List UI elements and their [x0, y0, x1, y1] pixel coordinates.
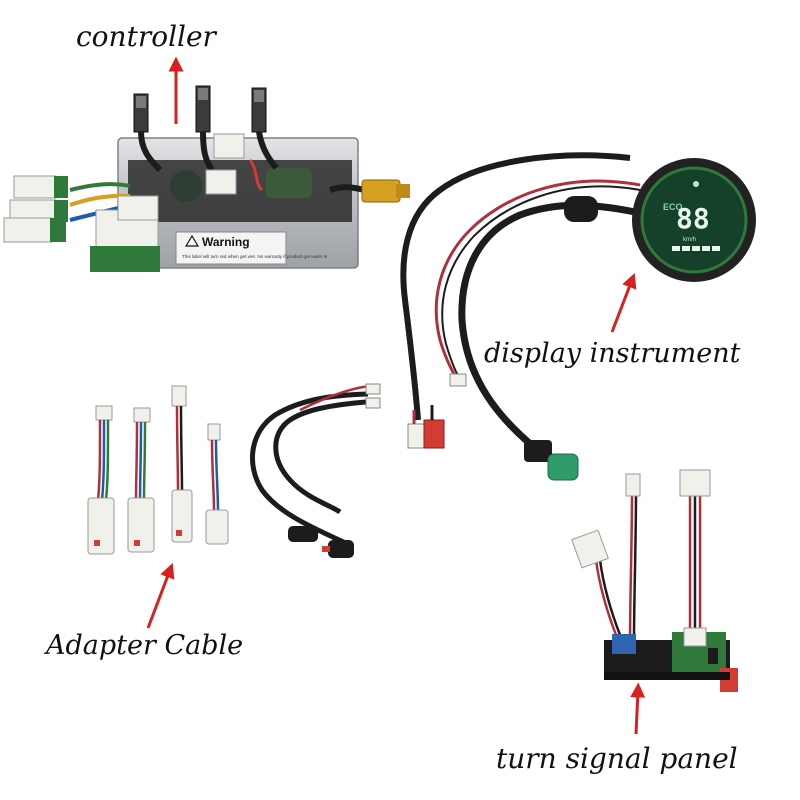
warning-sticker-heading: Warning	[202, 235, 250, 249]
warning-sticker	[175, 231, 287, 265]
adapter-cables	[87, 383, 381, 558]
ferrite-bead	[564, 196, 598, 222]
display-battery-bars	[672, 246, 720, 251]
xt60-connector	[361, 179, 401, 203]
turn-signal-panel	[571, 469, 738, 692]
arrow-display	[610, 272, 637, 333]
controller-front-connectors	[90, 195, 160, 272]
controller-board	[128, 160, 352, 222]
controller: Warning This label will turn red when ge…	[3, 85, 410, 272]
turn-signal-panel-label: turn signal panel	[496, 742, 738, 775]
controller-label: controller	[76, 20, 216, 53]
display-main-cable	[400, 152, 631, 421]
adapter-cable-label: Adapter Cable	[46, 630, 244, 661]
display-digits: 88	[676, 202, 710, 235]
display-mode: ECO	[663, 202, 683, 212]
arrow-turn-signal	[630, 682, 646, 735]
display-unit: km/h	[683, 237, 696, 243]
warning-sticker-fine-print: This label will turn red when get wet. N…	[182, 254, 328, 259]
green-plug	[547, 453, 579, 481]
display-instrument: ECO 88 km/h	[400, 152, 756, 481]
display-plug-cable	[458, 201, 636, 455]
arrow-adapter	[146, 562, 175, 629]
display-instrument-label: display instrument	[484, 338, 741, 369]
callout-arrows	[146, 56, 646, 735]
